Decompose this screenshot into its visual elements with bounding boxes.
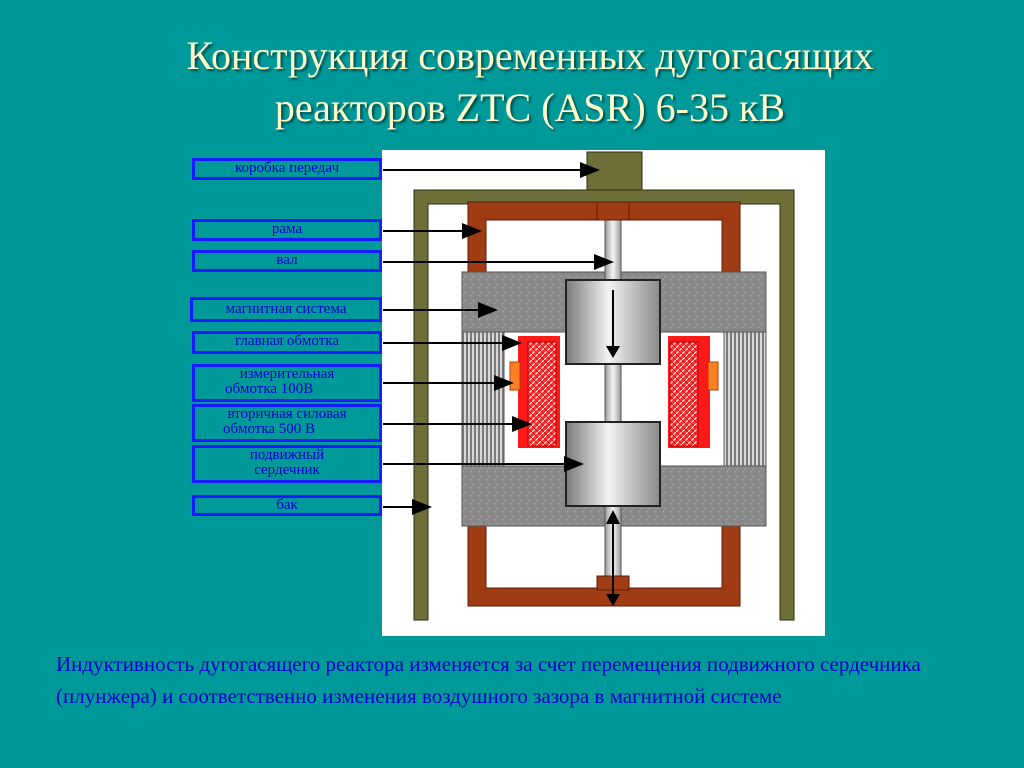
label-magnetic-system: магнитная система — [190, 297, 382, 322]
movement-arrows — [606, 290, 620, 606]
label-tank: бак — [192, 495, 382, 516]
label-moving-core: подвижный сердечник — [192, 445, 382, 483]
gearbox — [586, 151, 643, 191]
label-main-winding: главная обмотка — [192, 331, 382, 354]
label-moving-core-line2: сердечник — [254, 462, 320, 478]
label-tank-text: бак — [276, 497, 298, 513]
label-secondary-winding-line2: обмотка 500 В — [223, 421, 316, 437]
caption-text: Индуктивность дугогасящего реактора изме… — [56, 652, 921, 708]
reactor-cross-section — [413, 151, 795, 621]
title-line-2: реакторов ZTC (ASR) 6-35 кВ — [274, 85, 786, 130]
label-moving-core-line1: подвижный — [249, 447, 325, 463]
winding-left — [509, 336, 560, 448]
label-secondary-winding: вторичная силовая обмотка 500 В — [192, 404, 382, 442]
title-line-1: Конструкция современных дугогасящих — [186, 33, 874, 78]
tank — [413, 189, 795, 621]
winding-right — [668, 336, 719, 448]
moving-core-lower — [565, 421, 661, 507]
label-shaft: вал — [192, 250, 382, 272]
label-measuring-winding-line2: обмотка 100В — [225, 381, 314, 397]
label-measuring-winding-line1: измерительная — [239, 366, 335, 382]
label-gearbox-text: коробка передач — [234, 160, 339, 176]
slide-title: Конструкция современных дугогасящих реак… — [60, 30, 1000, 134]
label-frame: рама — [192, 219, 382, 241]
label-shaft-text: вал — [276, 252, 298, 268]
reactor-diagram — [382, 150, 825, 636]
label-magnetic-system-text: магнитная система — [225, 301, 347, 317]
label-measuring-winding: измерительная обмотка 100В — [192, 364, 382, 402]
label-frame-text: рама — [271, 221, 303, 237]
label-secondary-winding-line1: вторичная силовая — [227, 406, 347, 422]
label-gearbox: коробка передач — [192, 158, 382, 180]
label-main-winding-text: главная обмотка — [234, 333, 339, 349]
